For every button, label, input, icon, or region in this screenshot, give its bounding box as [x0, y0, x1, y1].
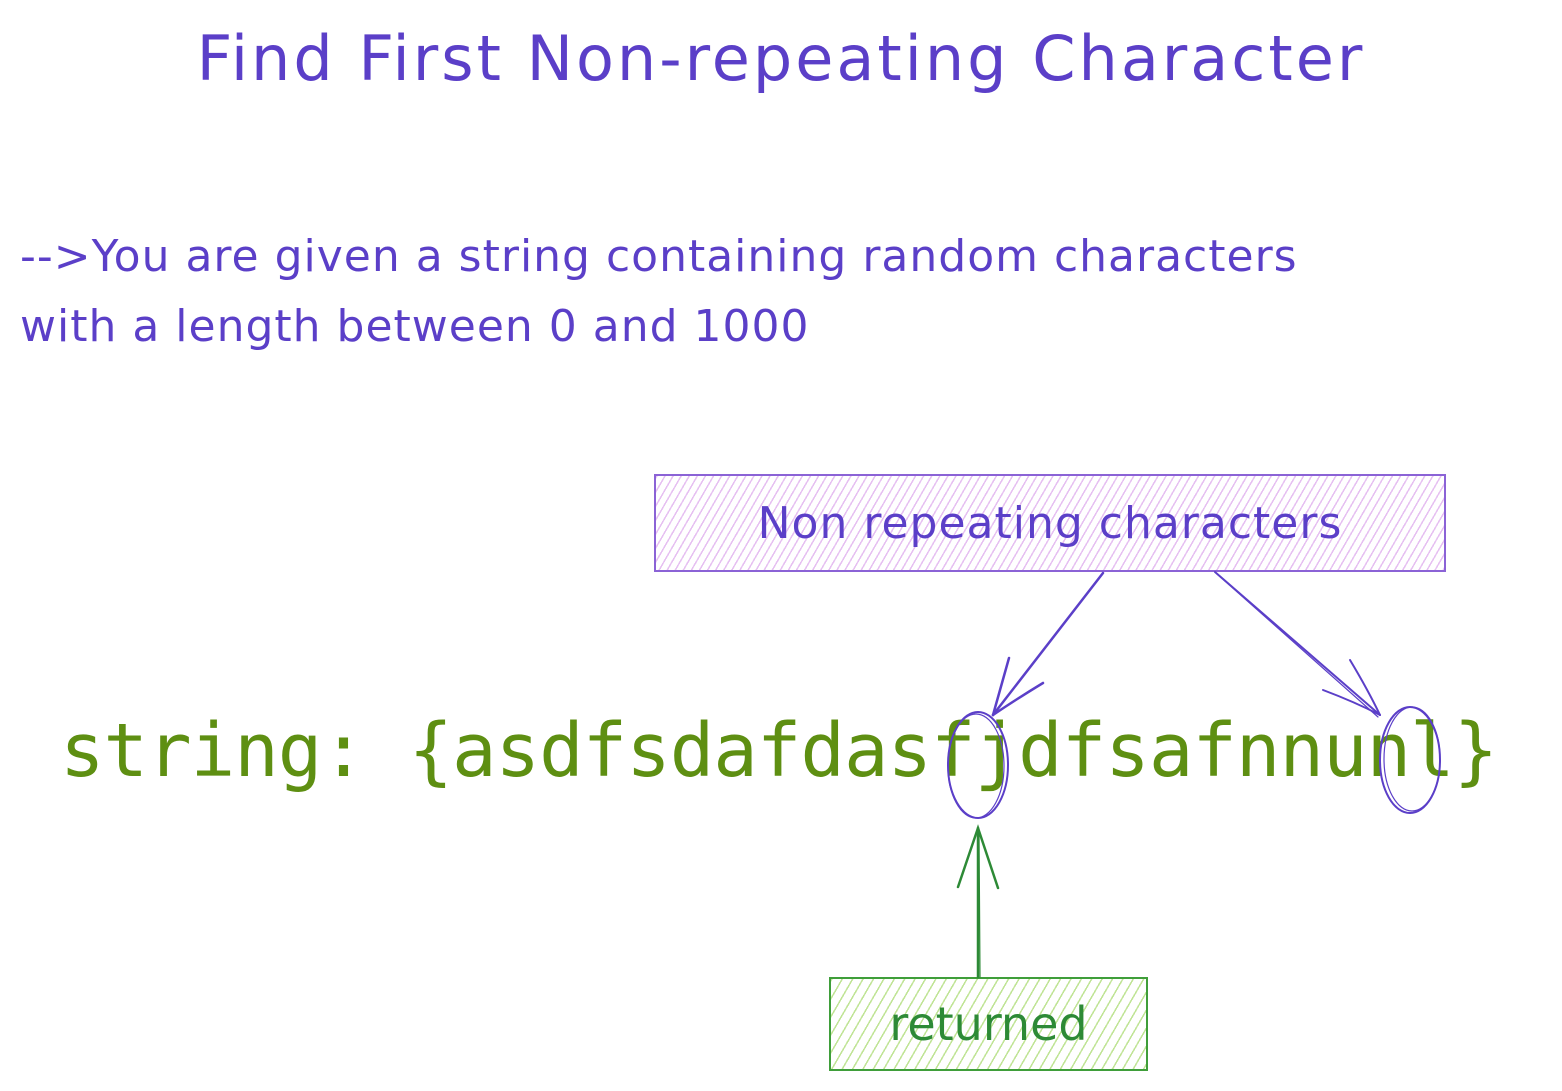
diagram-title: Find First Non-repeating Character [196, 22, 1366, 95]
arrow-to-j-icon [991, 571, 1105, 717]
problem-description: -->You are given a string containing ran… [20, 222, 1560, 362]
description-line-2: with a length between 0 and 1000 [20, 301, 810, 352]
example-string: string: {asdfsdafdasfjdfsafnnunl} [60, 708, 1498, 794]
returned-label: returned [889, 997, 1088, 1051]
description-line-1: -->You are given a string containing ran… [20, 231, 1298, 282]
arrow-to-l-icon [1214, 571, 1381, 718]
string-value: {asdfsdafdasfjdfsafnnunl} [408, 708, 1498, 794]
returned-box: returned [829, 977, 1148, 1071]
non-repeating-characters-box: Non repeating characters [654, 474, 1446, 572]
non-repeating-characters-label: Non repeating characters [757, 497, 1343, 549]
string-label: string: [60, 708, 366, 794]
returned-arrow-icon [956, 824, 1000, 979]
